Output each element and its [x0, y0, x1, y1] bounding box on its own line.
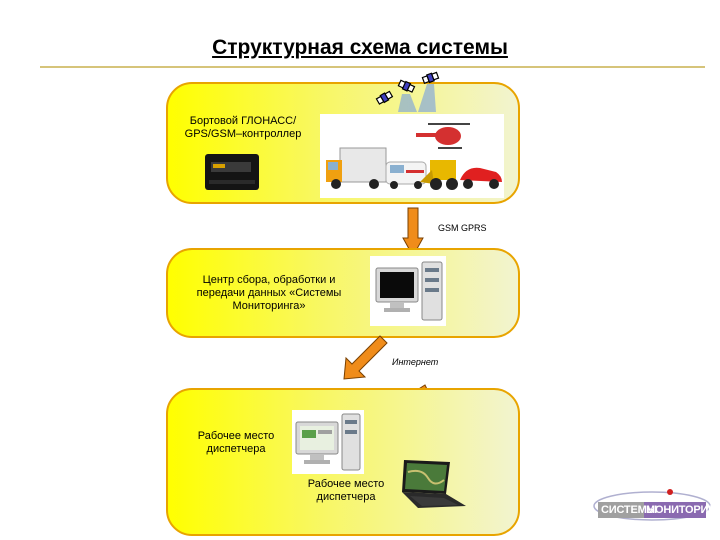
panel-data-center: [166, 248, 520, 338]
arrow-internet-left: [343, 335, 388, 380]
logo-orbit-decoration: [593, 489, 711, 521]
panel2-label: Центр сбора, обработки и передачи данных…: [196, 274, 342, 312]
title-divider: [40, 66, 705, 68]
brand-logo: СИСТЕМЫ МОНИТОРИНГА: [598, 496, 720, 524]
panel3-label-left: Рабочее место диспетчера: [197, 430, 275, 455]
truck-icon: [326, 147, 387, 189]
logo-text-a: СИСТЕМЫ: [601, 504, 658, 516]
loader-icon: [420, 160, 458, 190]
server-computer-icon: [370, 256, 446, 326]
sportscar-icon: [460, 167, 502, 189]
vehicles-image: [320, 114, 504, 198]
page-title: Структурная схема системы: [212, 36, 508, 59]
dispatcher-laptop-icon: [402, 460, 466, 508]
arrow-gsm-gprs: [402, 207, 424, 258]
controller-device-icon: [205, 154, 259, 190]
panel1-label: Бортовой ГЛОНАСС/ GPS/GSM–контроллер: [184, 115, 302, 140]
logo-text-b: МОНИТОРИНГА: [646, 504, 720, 516]
link1-label: GSM GPRS: [438, 223, 487, 233]
van-icon: [385, 161, 427, 189]
helicopter-icon: [416, 123, 470, 149]
panel3-label-right: Рабочее место диспетчера: [307, 478, 385, 503]
link2-label: Интернет: [392, 357, 439, 367]
satellites-icon: [375, 71, 440, 112]
dispatcher-desktop-icon: [292, 410, 364, 474]
